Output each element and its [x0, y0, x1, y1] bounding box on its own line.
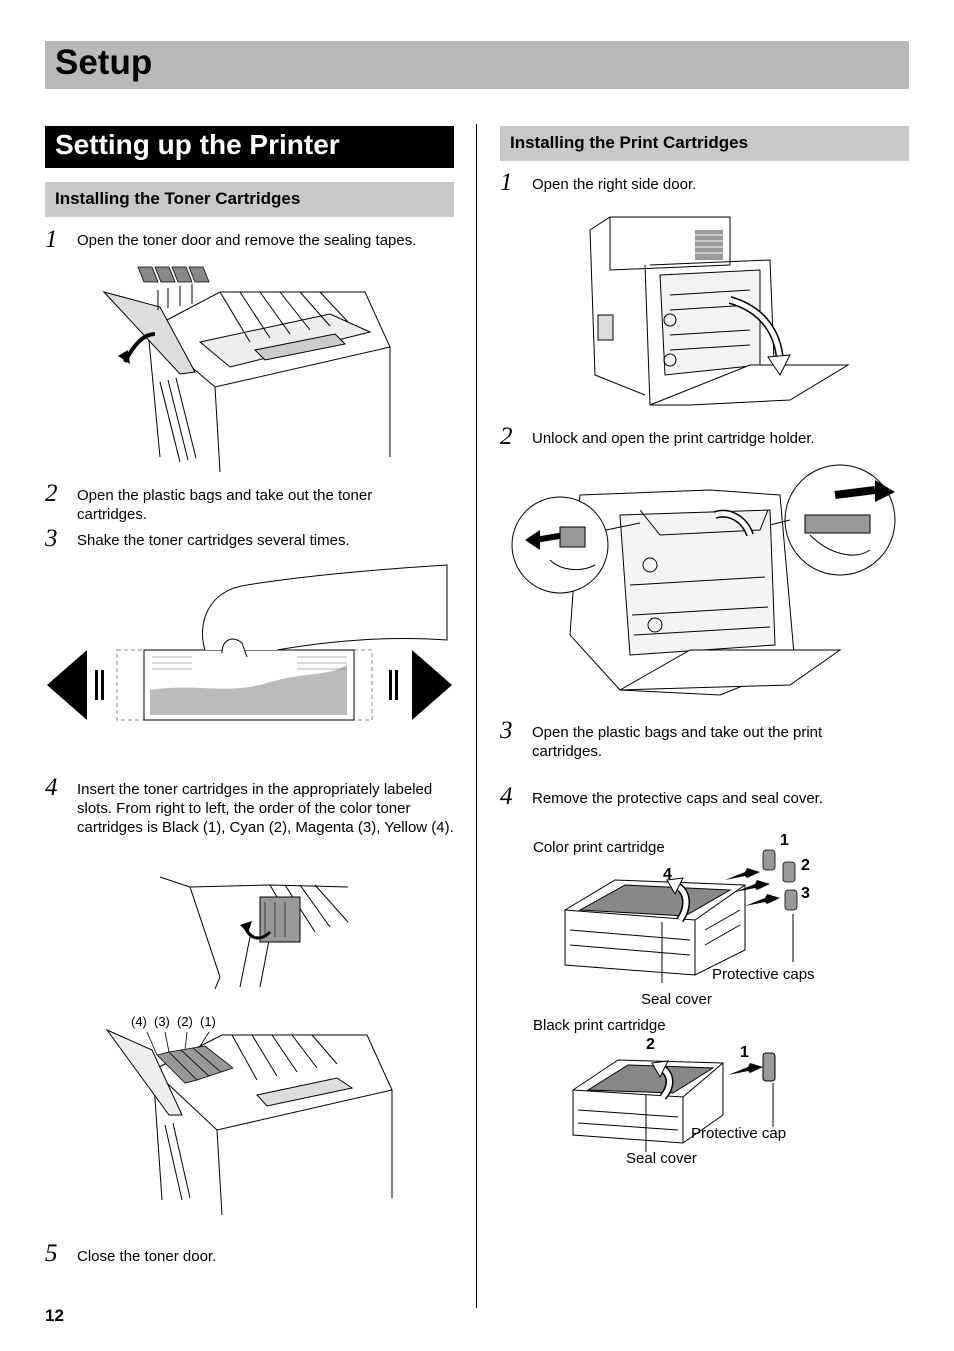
toner-step-1-text: Open the toner door and remove the seali…: [77, 232, 417, 249]
toner-step-3-number: 3: [45, 525, 58, 552]
section-banner: Setup: [45, 41, 909, 89]
print-cartridge-section-header: Installing the Print Cartridges: [500, 126, 909, 161]
page-title: Setting up the Printer: [55, 129, 340, 160]
color-cartridge-label: Color print cartridge: [533, 839, 665, 856]
black-cap-number: 1: [740, 1044, 749, 1061]
color-caps-label: Protective caps: [712, 966, 815, 983]
black-seal-label: Seal cover: [626, 1150, 697, 1167]
toner-step-1-number: 1: [45, 226, 58, 253]
black-cap-label: Protective cap: [691, 1125, 787, 1142]
black-cartridge-label: Black print cartridge: [533, 1017, 666, 1034]
color-cartridge-illustration: [555, 850, 815, 980]
print-step-4-number: 4: [500, 783, 513, 810]
toner-step-5-text: Close the toner door.: [77, 1248, 217, 1265]
unlock-holder-illustration: [510, 465, 898, 697]
print-step-2-text: Unlock and open the print cartridge hold…: [532, 430, 815, 447]
slot-label-4: (4): [131, 1014, 147, 1029]
print-step-3-text: Open the plastic bags and take out the p…: [532, 724, 823, 760]
color-cap-number-3: 3: [801, 885, 810, 902]
toner-section-title: Installing the Toner Cartridges: [55, 189, 301, 208]
black-seal-number: 2: [646, 1036, 655, 1053]
toner-step-2-text: Open the plastic bags and take out the t…: [77, 487, 373, 523]
insert-cartridge-illustration: [160, 877, 350, 989]
section-title: Setup: [55, 43, 153, 82]
toner-step-4-number: 4: [45, 774, 58, 801]
slot-label-1: (1): [200, 1014, 216, 1029]
installed-cartridges-illustration: [107, 1030, 397, 1215]
toner-step-4-text: Insert the toner cartridges in the appro…: [77, 781, 454, 836]
shake-cartridge-illustration: [47, 565, 452, 725]
color-seal-label: Seal cover: [641, 991, 712, 1008]
color-cap-number-1: 1: [780, 832, 789, 849]
color-cap-number-2: 2: [801, 857, 810, 874]
slot-label-2: (2): [177, 1014, 193, 1029]
black-cartridge-illustration: [568, 1035, 783, 1155]
page-number: 12: [45, 1306, 64, 1325]
open-side-door-illustration: [590, 215, 848, 407]
print-cartridge-section-title: Installing the Print Cartridges: [510, 133, 749, 152]
print-step-1-number: 1: [500, 169, 513, 196]
toner-step-3-text: Shake the toner cartridges several times…: [77, 532, 350, 549]
print-step-4-text: Remove the protective caps and seal cove…: [532, 790, 823, 807]
page-title-bar: Setting up the Printer: [45, 126, 454, 168]
color-seal-number: 4: [663, 866, 672, 883]
toner-section-header: Installing the Toner Cartridges: [45, 182, 454, 217]
toner-step-2-number: 2: [45, 480, 58, 507]
slot-label-3: (3): [154, 1014, 170, 1029]
column-divider: [476, 124, 477, 1308]
print-step-3-number: 3: [500, 717, 513, 744]
toner-step-5-number: 5: [45, 1240, 58, 1267]
print-step-1-text: Open the right side door.: [532, 176, 697, 193]
print-step-2-number: 2: [500, 423, 513, 450]
open-toner-door-illustration: [100, 262, 395, 474]
